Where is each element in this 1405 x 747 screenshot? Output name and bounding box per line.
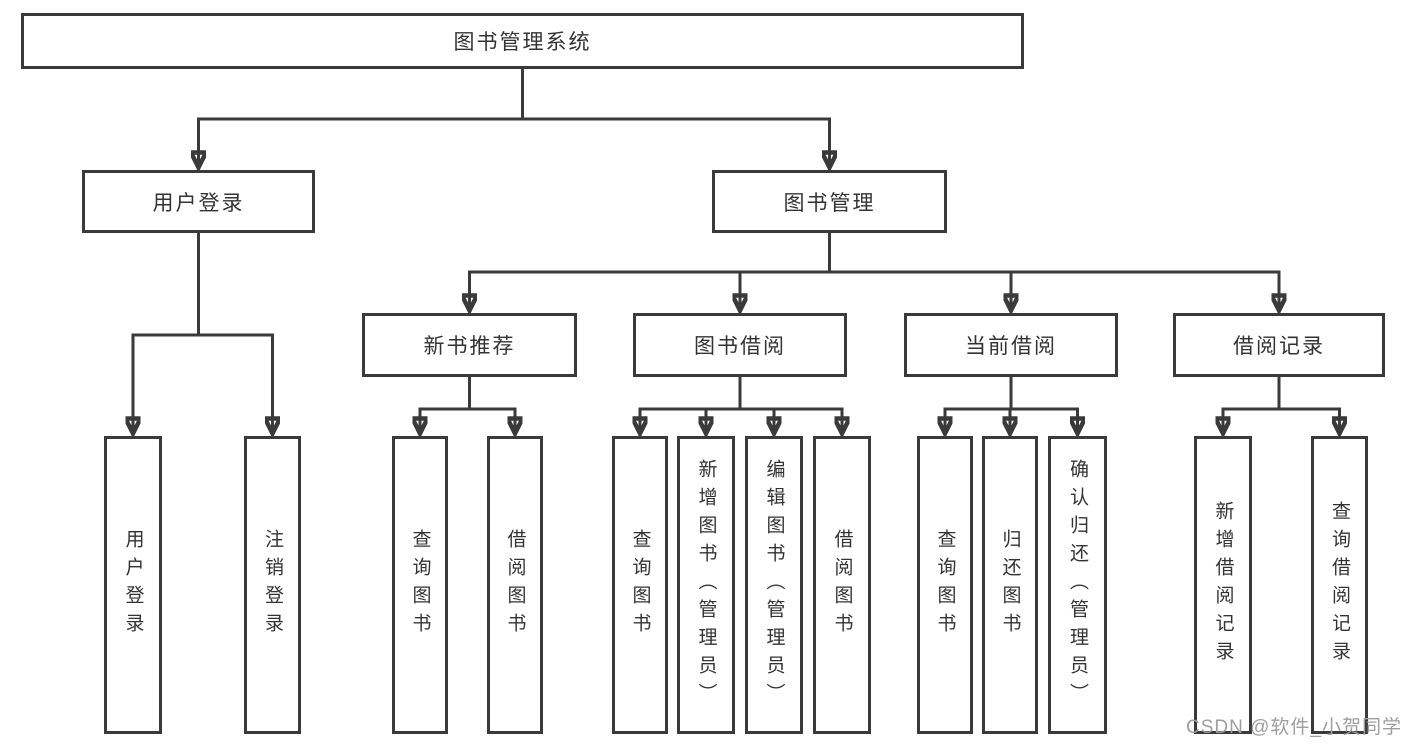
connector-borrow-record-children	[1223, 377, 1340, 432]
node-return-book: 归还图书	[982, 436, 1038, 734]
node-new-book-recommend: 新书推荐	[362, 313, 577, 377]
node-current-borrow: 当前借阅	[904, 313, 1118, 377]
node-root: 图书管理系统	[21, 13, 1024, 69]
connector-current-borrow-children	[945, 377, 1078, 432]
node-logout: 注销登录	[244, 436, 301, 734]
node-query-book-recommend: 查询图书	[392, 436, 448, 734]
node-query-borrow-record: 查询借阅记录	[1311, 436, 1368, 734]
node-user-login: 用户登录	[82, 170, 315, 233]
node-query-book-borrow: 查询图书	[612, 436, 668, 734]
connector-user-login-children	[133, 233, 273, 432]
node-borrow-record: 借阅记录	[1173, 313, 1385, 377]
node-query-book-current: 查询图书	[917, 436, 973, 734]
node-borrow-book: 借阅图书	[813, 436, 871, 734]
node-confirm-return-admin: 确认归还（管理员）	[1048, 436, 1107, 734]
connector-book-borrow-children	[640, 377, 842, 432]
node-login: 用户登录	[104, 436, 162, 734]
connector-root-to-level2	[199, 69, 830, 166]
node-borrow-book-recommend: 借阅图书	[487, 436, 543, 734]
node-add-book-admin: 新增图书（管理员）	[677, 436, 735, 734]
node-book-management: 图书管理	[712, 170, 947, 233]
connector-book-management-children	[470, 233, 1280, 309]
watermark: CSDN @软件_小贺同学	[1186, 717, 1402, 738]
node-add-borrow-record: 新增借阅记录	[1194, 436, 1252, 734]
connector-new-book-children	[420, 377, 515, 432]
node-book-borrow: 图书借阅	[633, 313, 847, 377]
node-edit-book-admin: 编辑图书（管理员）	[745, 436, 803, 734]
